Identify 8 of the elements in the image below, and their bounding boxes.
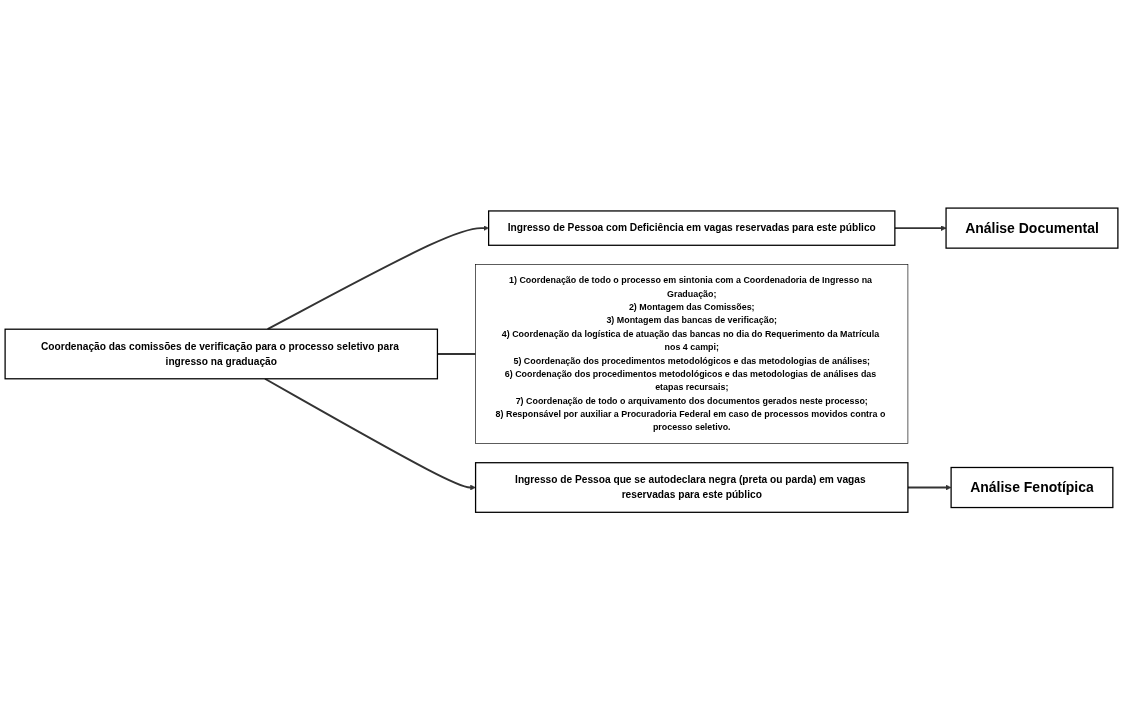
arrow — [266, 225, 489, 330]
node-box: Análise Documental — [945, 207, 1119, 249]
arrow — [264, 377, 476, 491]
node-box: Coordenação das comissões de verificação para o processo seletivo para ingresso na graduação — [4, 328, 439, 380]
node-box: Ingresso de Pessoa com Deficiência em vagas reservadas para este público — [488, 210, 896, 246]
node-box: Ingresso de Pessoa que se autodeclara negra (preta ou parda) em vagas reservadas para este público — [474, 461, 909, 513]
node-box: 1) Coordenação de todo o processo em sintonia com a Coordenadoria de Ingresso na Graduação; 2) Montagem das Comissões; 3) Montagem das bancas de verificação; 4) Coordenação da logística de atuação das bancas no dia do Requerimento da Matrícula nos 4 campi; 5) Coordenação dos procedimentos metodológicos e das metodologias de análises; 6) Coordenação dos procedimentos metodológicos e das metodologias de análises das etapas recursais; 7) Coordenação de todo o arquivamento dos documentos gerados neste processo; 8) Responsável por auxiliar a Procuradoria Federal em caso de processos movidos contra o processo seletivo. — [475, 263, 909, 444]
node-box: Análise Fenotípica — [950, 466, 1114, 508]
